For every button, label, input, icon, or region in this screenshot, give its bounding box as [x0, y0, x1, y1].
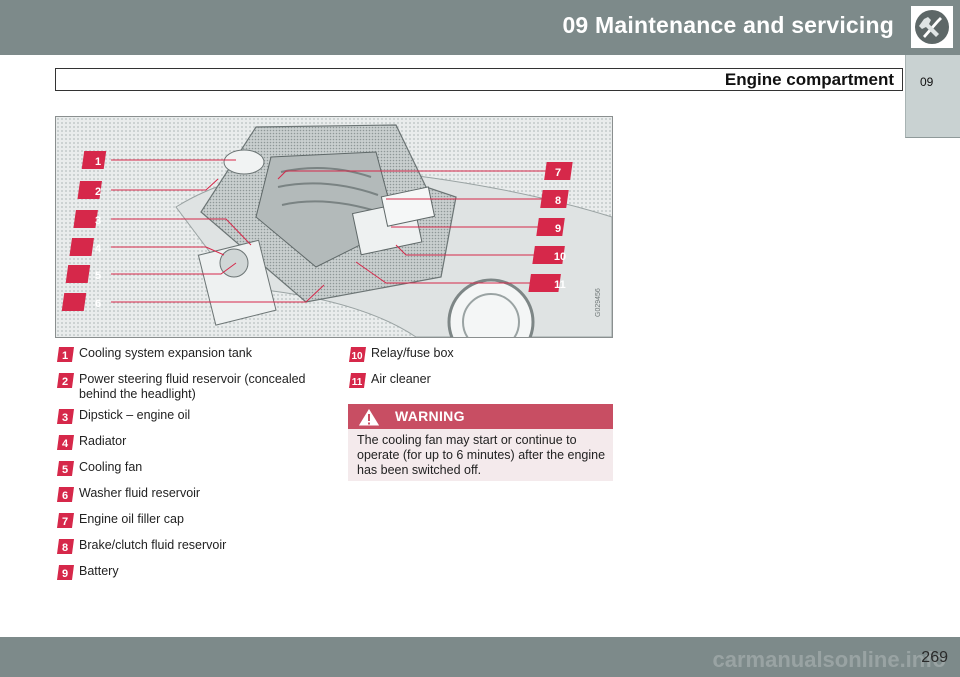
legend-text: Power steering fluid reservoir (conceale… [79, 372, 306, 401]
callout-badge: 11 [349, 373, 366, 388]
svg-text:4: 4 [62, 438, 69, 450]
svg-text:11: 11 [554, 279, 566, 291]
engine-compartment-illustration: G029456 1 2 3 4 5 6 7 8 9 10 [56, 117, 612, 337]
callout-4: 4 [69, 238, 102, 256]
callout-10: 10 [532, 246, 566, 264]
svg-text:10: 10 [554, 251, 566, 263]
section-title: Engine compartment [724, 70, 894, 89]
section-header: Engine compartment [55, 68, 903, 91]
svg-text:6: 6 [62, 490, 68, 502]
warning-box: WARNING The cooling fan may start or con… [348, 404, 613, 481]
callout-badge: 4 [57, 435, 74, 450]
callout-badge: 8 [57, 539, 74, 554]
watermark: carmanualsonline.info [712, 647, 947, 672]
svg-text:9: 9 [62, 568, 68, 580]
callout-badge: 3 [57, 409, 74, 424]
legend-text: Dipstick – engine oil [79, 408, 191, 422]
warning-text: The cooling fan may start or continue to… [357, 433, 606, 477]
callout-badge: 9 [57, 565, 74, 580]
callout-3: 3 [73, 210, 101, 228]
figure-code: G029456 [595, 288, 602, 317]
callout-badge: 10 [349, 347, 366, 362]
svg-text:2: 2 [95, 186, 101, 198]
warning-title: WARNING [395, 408, 465, 424]
svg-text:4: 4 [95, 243, 102, 255]
svg-text:3: 3 [62, 412, 68, 424]
chapter-header-bar: 09 Maintenance and servicing [0, 0, 960, 55]
svg-text:8: 8 [62, 542, 68, 554]
callout-badge: 5 [57, 461, 74, 476]
warning-header: WARNING [348, 404, 613, 429]
svg-text:5: 5 [62, 464, 68, 476]
svg-text:5: 5 [95, 270, 101, 282]
callout-badge: 6 [57, 487, 74, 502]
wrench-screwdriver-icon [911, 6, 953, 48]
legend-text: Air cleaner [371, 372, 431, 386]
svg-text:11: 11 [352, 377, 363, 388]
svg-text:7: 7 [555, 167, 561, 179]
callout-8: 8 [540, 190, 569, 208]
svg-text:8: 8 [555, 195, 561, 207]
callout-lines [111, 159, 551, 303]
legend-text: Battery [79, 564, 119, 578]
svg-text:7: 7 [62, 516, 68, 528]
legend-text: Radiator [79, 434, 127, 448]
warning-triangle-icon [357, 407, 381, 427]
side-tab-label: 09 [920, 75, 934, 89]
svg-text:9: 9 [555, 223, 561, 235]
callout-badge: 1 [57, 347, 74, 362]
callout-6: 6 [61, 293, 101, 311]
callout-7: 7 [544, 162, 573, 180]
legend-text: Brake/clutch fluid reservoir [79, 538, 227, 552]
svg-text:3: 3 [95, 215, 101, 227]
chapter-title: 09 Maintenance and servicing [562, 12, 894, 38]
svg-text:2: 2 [62, 376, 68, 388]
chapter-side-tab[interactable]: 09 [905, 55, 960, 138]
callout-badge: 7 [57, 513, 74, 528]
legend-text: Engine oil filler cap [79, 512, 184, 526]
callout-badge: 2 [57, 373, 74, 388]
svg-text:6: 6 [95, 298, 101, 310]
engine-compartment-figure: G029456 1 2 3 4 5 6 7 8 9 10 [55, 116, 613, 338]
legend-text: Cooling fan [79, 460, 143, 474]
svg-text:1: 1 [62, 350, 68, 362]
svg-text:1: 1 [95, 156, 101, 168]
svg-text:10: 10 [351, 351, 363, 362]
page-footer-bar: carmanualsonline.info 269 [0, 637, 960, 677]
legend-text: Relay/fuse box [371, 346, 454, 360]
legend-text: Washer fluid reservoir [79, 486, 201, 500]
callout-11: 11 [528, 274, 566, 292]
callout-5: 5 [65, 265, 101, 283]
callout-2: 2 [77, 181, 103, 199]
callout-1: 1 [81, 151, 107, 169]
legend-text: Cooling system expansion tank [79, 346, 253, 360]
callout-badges: 1 2 3 4 5 6 7 8 9 10 11 [61, 151, 573, 311]
callout-9: 9 [536, 218, 565, 236]
page-number: 269 [921, 649, 948, 666]
